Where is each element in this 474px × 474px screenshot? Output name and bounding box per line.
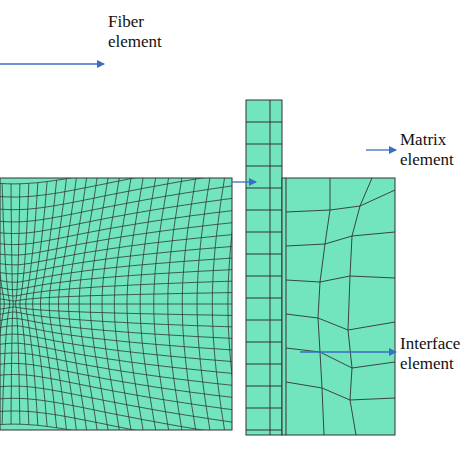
fiber-mesh-line — [246, 166, 282, 167]
matrix-label: Matrix element — [400, 130, 470, 171]
fiber-label: Fiber element — [108, 12, 180, 53]
fiber-mesh — [246, 122, 282, 430]
fiber-mesh-line — [246, 188, 282, 189]
mesh-line — [0, 334, 232, 365]
fiber-mesh-line — [246, 386, 282, 387]
interface-label: Interface element — [400, 334, 470, 375]
mesh-line — [0, 326, 232, 353]
matrix-mesh — [286, 178, 395, 435]
mesh-line — [0, 230, 232, 264]
mesh-line — [0, 386, 232, 429]
leader-arrow — [0, 63, 104, 64]
interface-line — [286, 178, 287, 435]
mesh-line — [0, 343, 232, 377]
mesh-line — [0, 178, 232, 197]
fiber-mesh-line — [246, 298, 282, 299]
fiber-mesh-line — [246, 320, 282, 321]
fiber-mesh-line — [246, 144, 282, 145]
mesh-line — [114, 178, 133, 430]
mesh-line — [0, 424, 232, 430]
fiber-mesh-line — [246, 430, 282, 431]
zoom-arrow — [232, 181, 256, 182]
leader-arrow — [366, 149, 396, 150]
mesh-line — [228, 178, 232, 430]
matrix-region — [282, 178, 395, 435]
fiber-mesh-line — [246, 408, 282, 409]
mesh-line — [0, 353, 232, 390]
mesh-line — [0, 363, 232, 403]
mesh-line — [127, 178, 146, 430]
fiber-mesh-line — [246, 122, 282, 123]
fiber-mesh-line — [246, 232, 282, 233]
fiber-mesh-line — [246, 254, 282, 255]
fiber-mesh-line — [246, 276, 282, 277]
fiber-line — [270, 100, 271, 435]
fiber-mesh-line — [246, 342, 282, 343]
fiber-mesh-line — [246, 364, 282, 365]
fiber-mesh-line — [246, 210, 282, 211]
mesh-line — [212, 178, 229, 430]
mesh-line — [0, 411, 232, 430]
leader-arrow — [300, 351, 396, 352]
mesh-line — [154, 178, 172, 430]
mesh-line — [140, 178, 158, 430]
mesh-line — [0, 375, 232, 417]
mesh-line — [0, 255, 232, 282]
fiber-strip — [246, 100, 282, 435]
mesh-line — [168, 178, 186, 430]
mesh-lines — [0, 178, 232, 430]
